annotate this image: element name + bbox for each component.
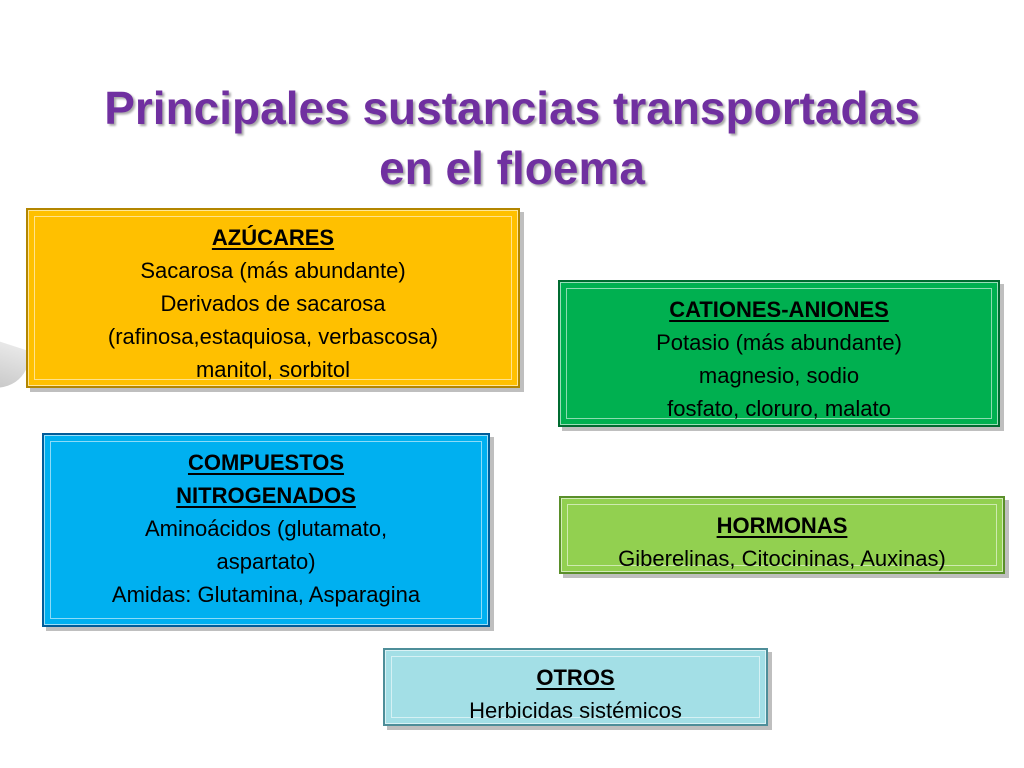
nitrogen-compounds-box: COMPUESTOS NITROGENADOS Aminoácidos (glu… (42, 433, 490, 627)
others-heading: OTROS (536, 665, 615, 690)
nitrogen-line-3: Amidas: Glutamina, Asparagina (111, 582, 421, 607)
hormones-box: HORMONAS Giberelinas, Citocininas, Auxin… (559, 496, 1005, 574)
hormones-box-content: HORMONAS Giberelinas, Citocininas, Auxin… (567, 504, 997, 571)
ions-line-1: Potasio (más abundante) (656, 330, 902, 355)
nitrogen-line-1: Aminoácidos (glutamato, (144, 516, 388, 541)
ions-box-content: CATIONES-ANIONES Potasio (más abundante)… (566, 288, 992, 421)
nitrogen-line-2: aspartato) (216, 549, 316, 574)
title-line-1: Principales sustancias transportadas (104, 82, 920, 134)
sugars-line-4: manitol, sorbitol (195, 357, 351, 382)
ions-line-3: fosfato, cloruro, malato (667, 396, 891, 421)
others-box: OTROS Herbicidas sistémicos (383, 648, 768, 726)
others-box-content: OTROS Herbicidas sistémicos (391, 656, 760, 723)
sugars-box: AZÚCARES Sacarosa (más abundante) Deriva… (26, 208, 520, 388)
hormones-line-1: Giberelinas, Citocininas, Auxinas) (618, 546, 946, 571)
nitrogen-heading-line-1: COMPUESTOS (187, 450, 345, 475)
slide-title: Principales sustancias transportadas en … (0, 78, 1024, 198)
others-line-1: Herbicidas sistémicos (469, 698, 682, 723)
ions-box: CATIONES-ANIONES Potasio (más abundante)… (558, 280, 1000, 427)
nitrogen-heading-line-2: NITROGENADOS (176, 483, 356, 508)
sugars-heading: AZÚCARES (211, 225, 335, 250)
sugars-line-1: Sacarosa (más abundante) (140, 258, 406, 283)
sugars-box-content: AZÚCARES Sacarosa (más abundante) Deriva… (34, 216, 512, 382)
sugars-line-2: Derivados de sacarosa (160, 291, 386, 316)
hormones-heading: HORMONAS (716, 513, 848, 538)
sugars-line-3: (rafinosa,estaquiosa, verbascosa) (107, 324, 439, 349)
nitrogen-box-content: COMPUESTOS NITROGENADOS Aminoácidos (glu… (50, 441, 482, 619)
title-line-2: en el floema (379, 142, 645, 194)
ions-line-2: magnesio, sodio (698, 363, 860, 388)
ions-heading: CATIONES-ANIONES (669, 297, 889, 322)
